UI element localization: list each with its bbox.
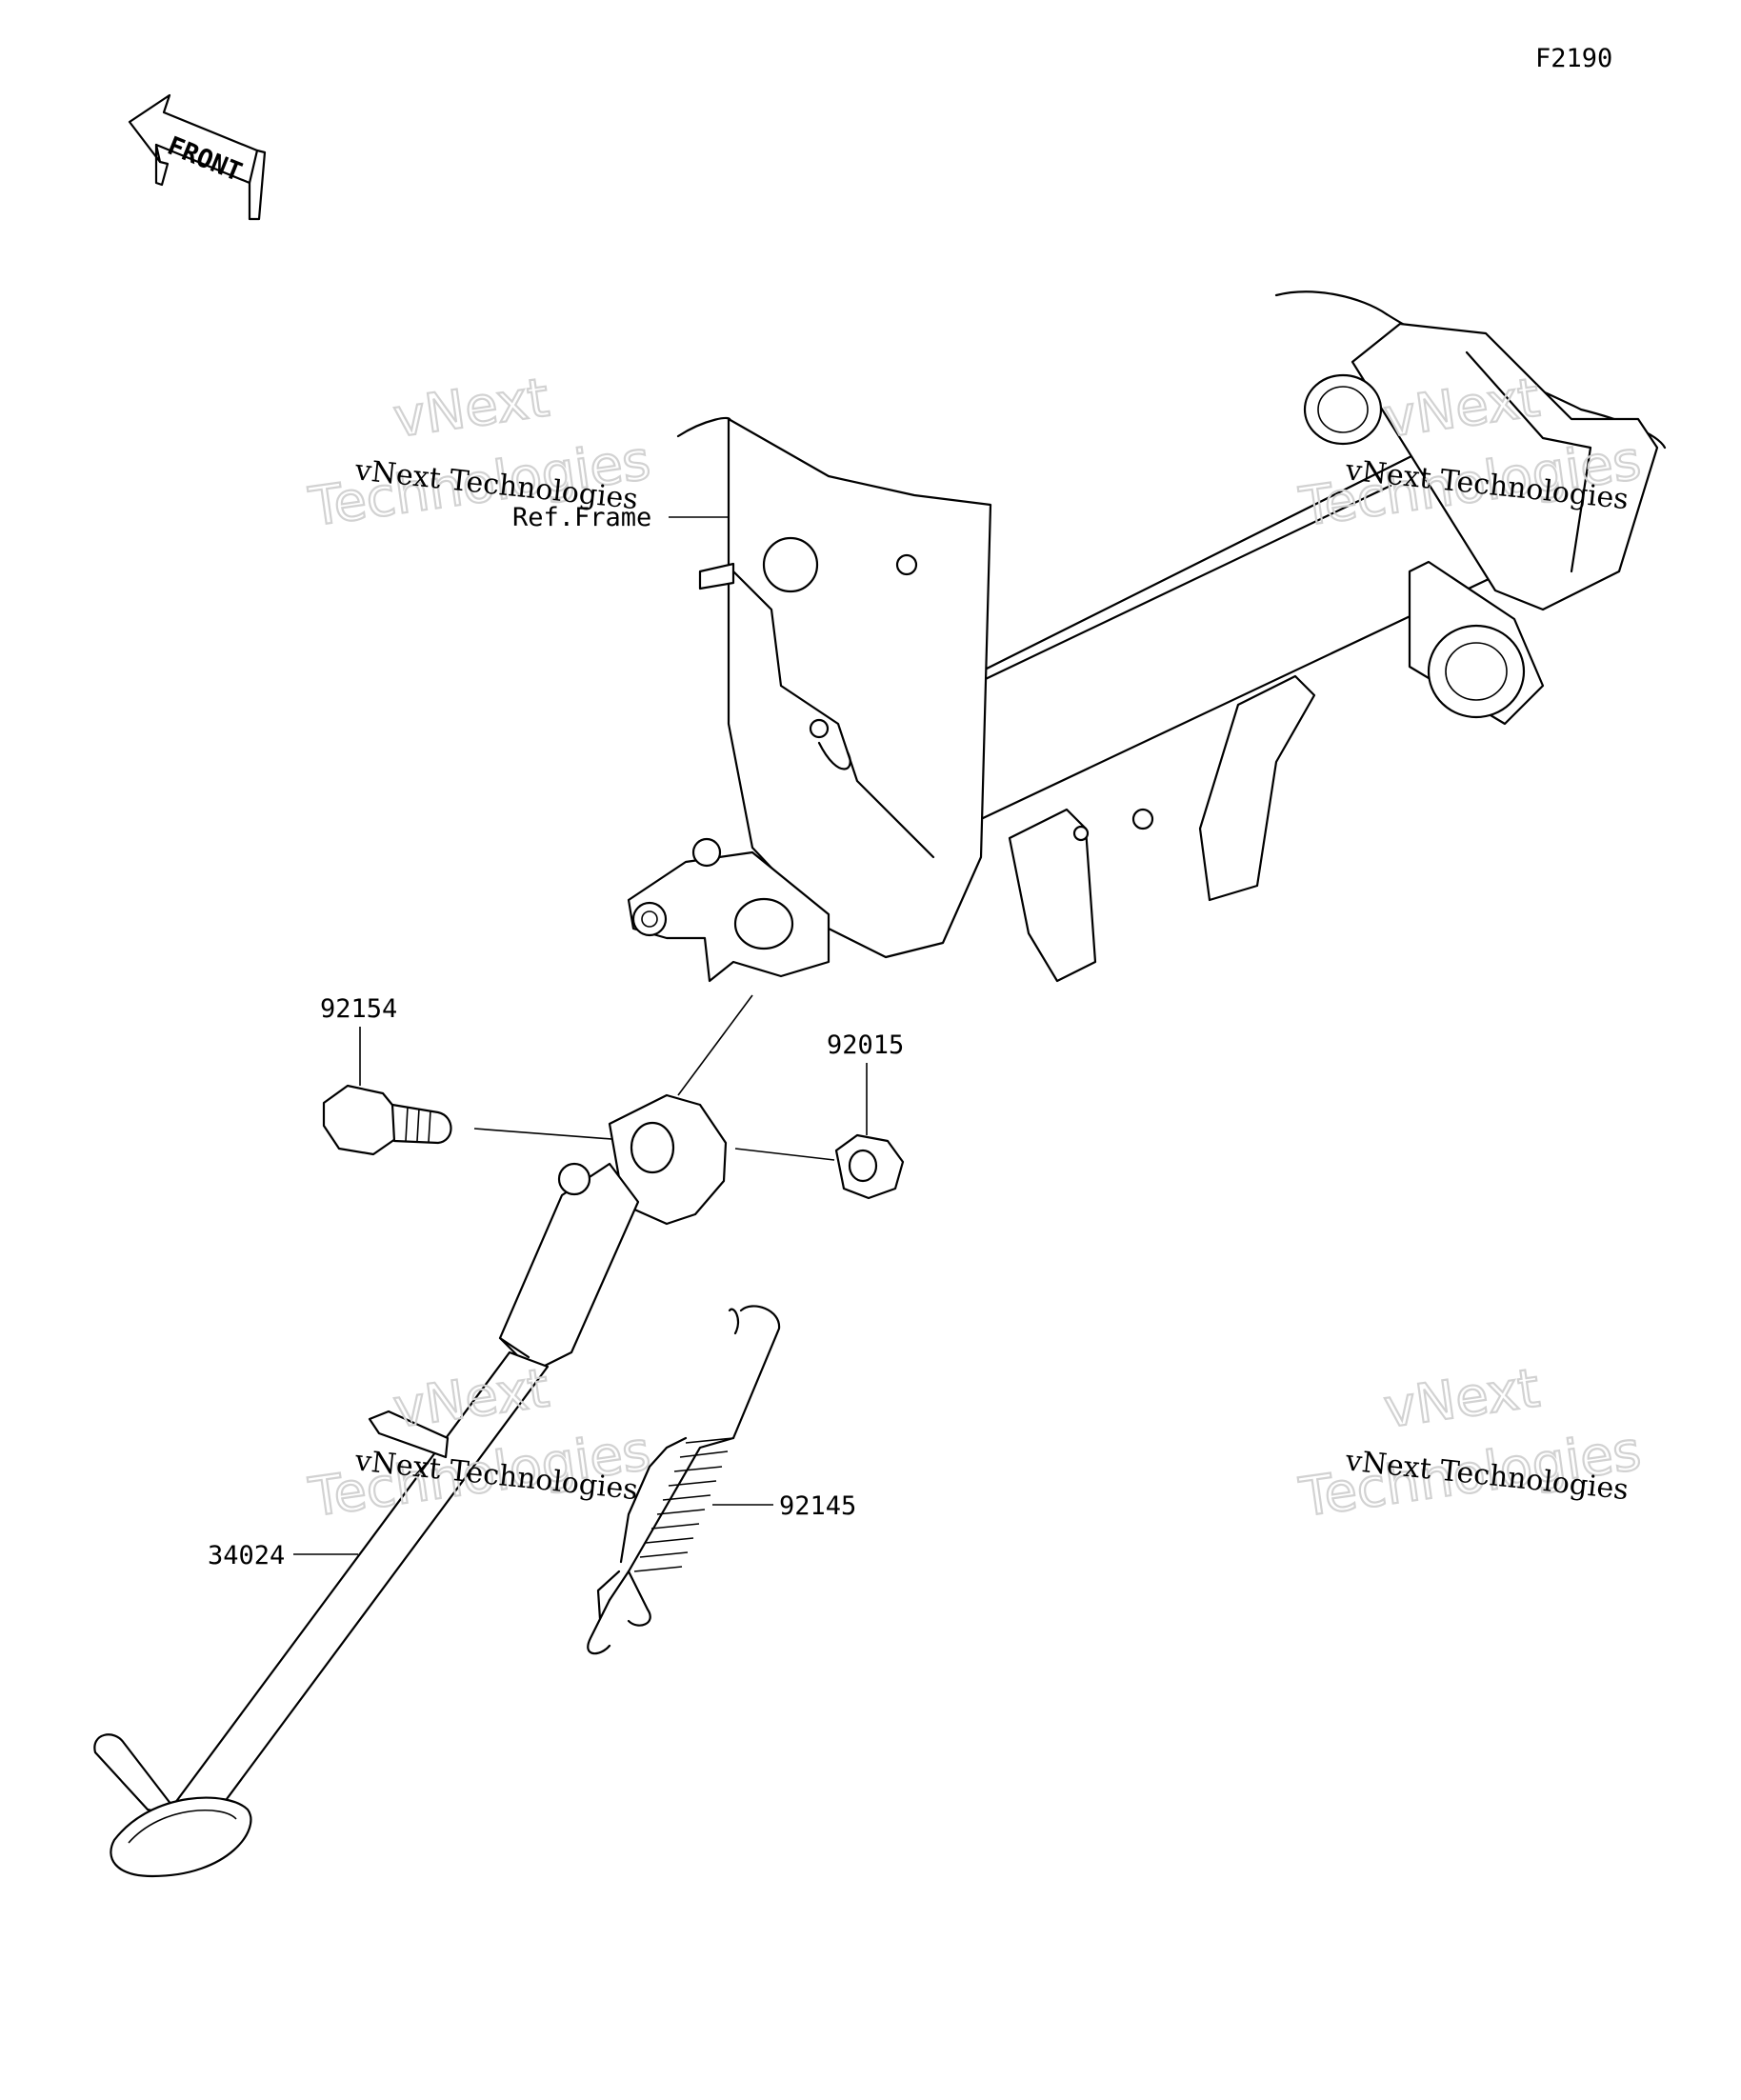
front-arrow-icon: FRONT [128,93,267,221]
svg-text:vNext: vNext [390,1357,552,1440]
label-92154: 92154 [320,994,397,1024]
label-92145: 92145 [779,1491,856,1521]
diagram-id: F2190 [1535,44,1612,73]
watermark-bottom-left: vNext Technologies vNext Technologies [304,1356,654,1530]
bolt-92154 [322,1084,452,1156]
side-stand-34024 [93,1093,728,1878]
watermark-bottom-right: vNext Technologies vNext Technologies [1294,1356,1645,1530]
frame-assembly [627,290,1667,983]
svg-text:vNext: vNext [1380,1357,1543,1440]
label-92015: 92015 [827,1030,904,1060]
spring-92145 [587,1305,781,1655]
svg-text:vNext: vNext [390,367,552,450]
label-34024: 34024 [208,1541,285,1570]
nut-92015 [834,1133,905,1200]
label-ref-frame: Ref.Frame [512,503,651,532]
